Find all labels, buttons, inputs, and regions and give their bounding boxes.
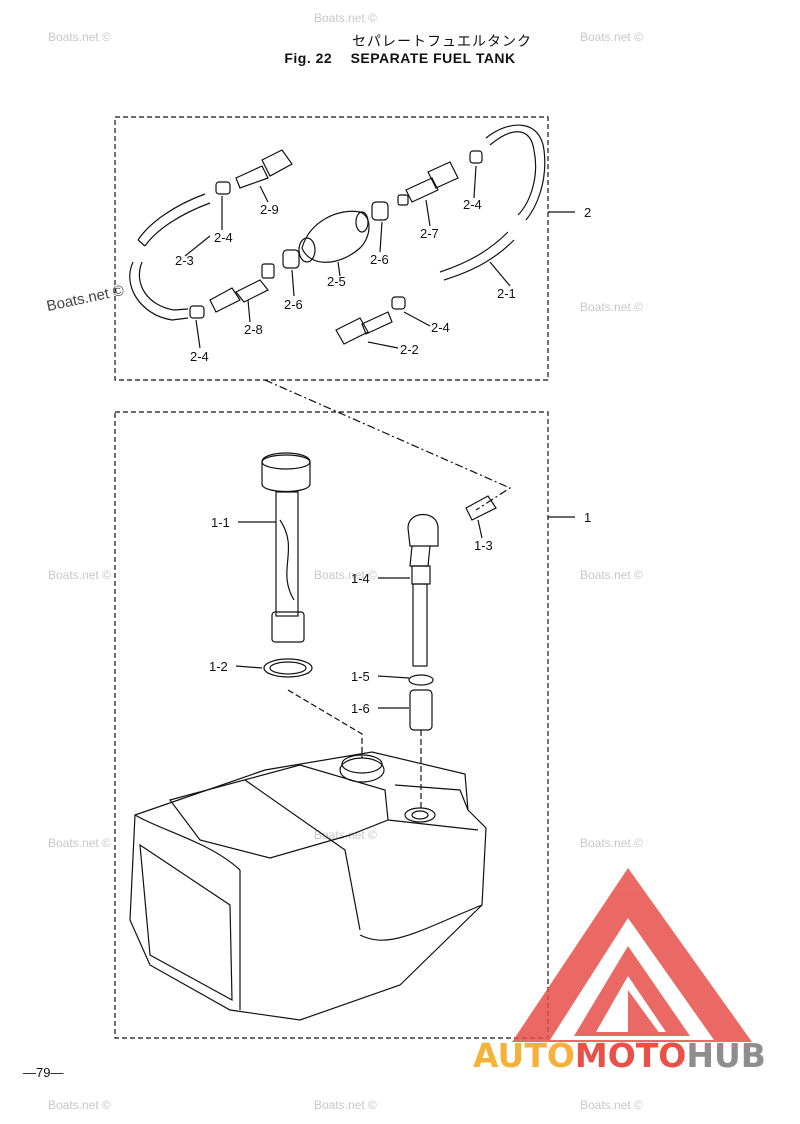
callout-2-6: 2-6 xyxy=(284,297,303,312)
page-number: —79— xyxy=(23,1065,64,1080)
callout-2: 2 xyxy=(584,205,591,220)
watermark: Boats.net © xyxy=(580,30,643,44)
callout-2-6: 2-6 xyxy=(370,252,389,267)
brand-part-moto: MOTO xyxy=(574,1036,687,1075)
primer-bulb-2-5 xyxy=(301,210,370,263)
callout-2-1: 2-1 xyxy=(497,286,516,301)
callout-2-4: 2-4 xyxy=(214,230,233,245)
diagram-title: Fig. 22 SEPARATE FUEL TANK xyxy=(0,50,800,66)
clip-2-4 xyxy=(469,150,483,164)
watermark: Boats.net © xyxy=(314,568,377,582)
fuel-gauge-tube xyxy=(275,491,299,617)
callout-2-5: 2-5 xyxy=(327,274,346,289)
connector-1-3 xyxy=(465,495,497,521)
valve-2-6 xyxy=(371,201,389,221)
callout-1-4: 1-4 xyxy=(351,571,370,586)
oring-1-5 xyxy=(408,674,434,686)
callout-1-6: 1-6 xyxy=(351,701,370,716)
tank-filler-neck xyxy=(339,757,385,783)
figure-title: SEPARATE FUEL TANK xyxy=(350,50,516,66)
callout-2-4: 2-4 xyxy=(431,320,450,335)
elbow-1-4 xyxy=(407,514,439,547)
watermark: Boats.net © xyxy=(314,11,377,25)
callout-1-3: 1-3 xyxy=(474,538,493,553)
pickup-tube-1-4 xyxy=(412,583,428,667)
callout-2-4: 2-4 xyxy=(463,197,482,212)
connector-2-7 xyxy=(397,194,409,206)
connector-2-2 xyxy=(335,317,369,345)
fuel-cap-1-1 xyxy=(261,452,311,493)
gasket-1-2 xyxy=(263,658,313,678)
hose-2-3 xyxy=(137,193,206,241)
clip-2-4 xyxy=(215,181,231,195)
callout-1-1: 1-1 xyxy=(211,515,230,530)
clip-2-4 xyxy=(189,305,205,319)
brand-part-hub: HUB xyxy=(686,1036,766,1075)
connector-2-9 xyxy=(235,165,269,189)
watermark: Boats.net © xyxy=(314,828,377,842)
callout-2-8: 2-8 xyxy=(244,322,263,337)
watermark: Boats.net © xyxy=(314,1098,377,1112)
watermark: Boats.net © xyxy=(48,30,111,44)
callout-2-4: 2-4 xyxy=(190,349,209,364)
watermark: Boats.net © xyxy=(48,568,111,582)
connection-leader xyxy=(264,379,512,511)
figure-number: Fig. 22 xyxy=(284,50,333,66)
group-1-boundary xyxy=(114,411,549,1039)
tank-outlet-port xyxy=(404,807,436,823)
diagram-title-japanese: セパレートフュエルタンク xyxy=(352,34,532,50)
callout-2-9: 2-9 xyxy=(260,202,279,217)
callout-1-2: 1-2 xyxy=(209,659,228,674)
group-2-boundary xyxy=(114,116,549,381)
watermark: Boats.net © xyxy=(580,300,643,314)
valve-2-6 xyxy=(282,249,300,269)
callout-2-2: 2-2 xyxy=(400,342,419,357)
callout-2-3: 2-3 xyxy=(175,253,194,268)
watermark: Boats.net © xyxy=(580,1098,643,1112)
brand-wordmark: AUTOMOTOHUB xyxy=(473,1036,766,1075)
watermark: Boats.net © xyxy=(580,568,643,582)
watermark: Boats.net © xyxy=(580,836,643,850)
watermark: Boats.net © xyxy=(48,1098,111,1112)
watermark: Boats.net © xyxy=(48,836,111,850)
callout-2-7: 2-7 xyxy=(420,226,439,241)
hose-2-1 xyxy=(489,131,537,216)
fuel-tank-body xyxy=(129,751,487,1021)
clip-2-4 xyxy=(391,296,406,310)
hose-2-3-lower xyxy=(129,261,189,321)
brand-part-auto: AUTO xyxy=(473,1036,575,1075)
callout-1-5: 1-5 xyxy=(351,669,370,684)
connector-2-8 xyxy=(209,287,241,313)
callout-1: 1 xyxy=(584,510,591,525)
brand-logo-icon xyxy=(512,868,752,1042)
filter-1-6 xyxy=(409,689,433,731)
